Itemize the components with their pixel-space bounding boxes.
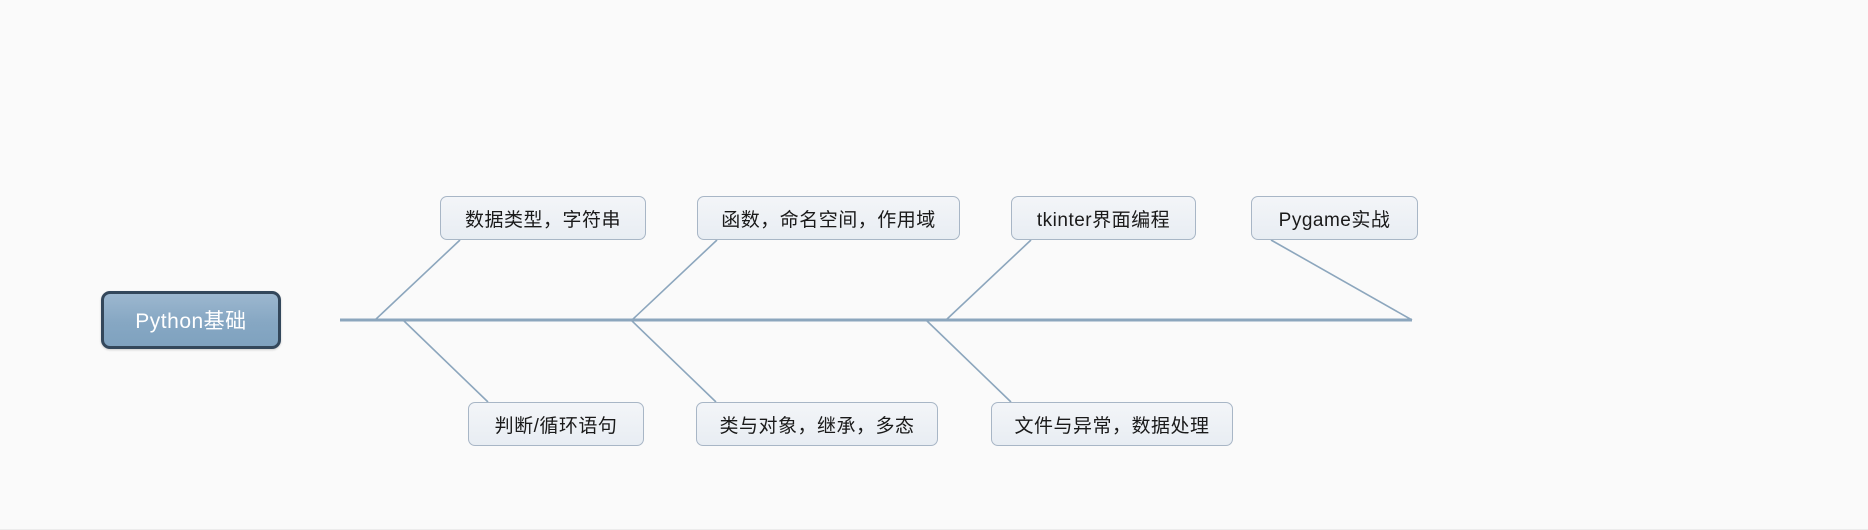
branch-node-bottom-2[interactable]: 类与对象，继承，多态 xyxy=(696,402,938,446)
root-node-label: Python基础 xyxy=(135,310,247,333)
branch-node-label: 判断/循环语句 xyxy=(494,415,618,437)
branch-node-label: tkinter界面编程 xyxy=(1036,209,1171,231)
branch-node-bottom-3[interactable]: 文件与异常，数据处理 xyxy=(991,402,1233,446)
branch-connector-bottom-2 xyxy=(630,319,717,403)
branch-connector-top-3 xyxy=(945,239,1032,321)
branch-connector-top-2 xyxy=(631,239,718,321)
root-node-python-basics[interactable]: Python基础 xyxy=(101,291,281,349)
branch-node-label: 数据类型，字符串 xyxy=(464,209,621,231)
branch-connector-bottom-1 xyxy=(402,319,489,403)
branch-node-label: 函数，命名空间，作用域 xyxy=(721,209,936,231)
branch-connector-top-1 xyxy=(374,239,461,321)
branch-node-bottom-1[interactable]: 判断/循环语句 xyxy=(468,402,644,446)
branch-connector-top-4 xyxy=(1270,239,1413,321)
branch-node-label: 类与对象，继承，多态 xyxy=(719,415,915,437)
branch-connector-bottom-3 xyxy=(925,319,1012,403)
branch-node-label: 文件与异常，数据处理 xyxy=(1014,415,1210,437)
branch-node-top-3[interactable]: tkinter界面编程 xyxy=(1011,196,1196,240)
branch-node-top-1[interactable]: 数据类型，字符串 xyxy=(440,196,646,240)
branch-node-top-4[interactable]: Pygame实战 xyxy=(1251,196,1418,240)
branch-node-label: Pygame实战 xyxy=(1278,209,1391,231)
branch-node-top-2[interactable]: 函数，命名空间，作用域 xyxy=(697,196,960,240)
